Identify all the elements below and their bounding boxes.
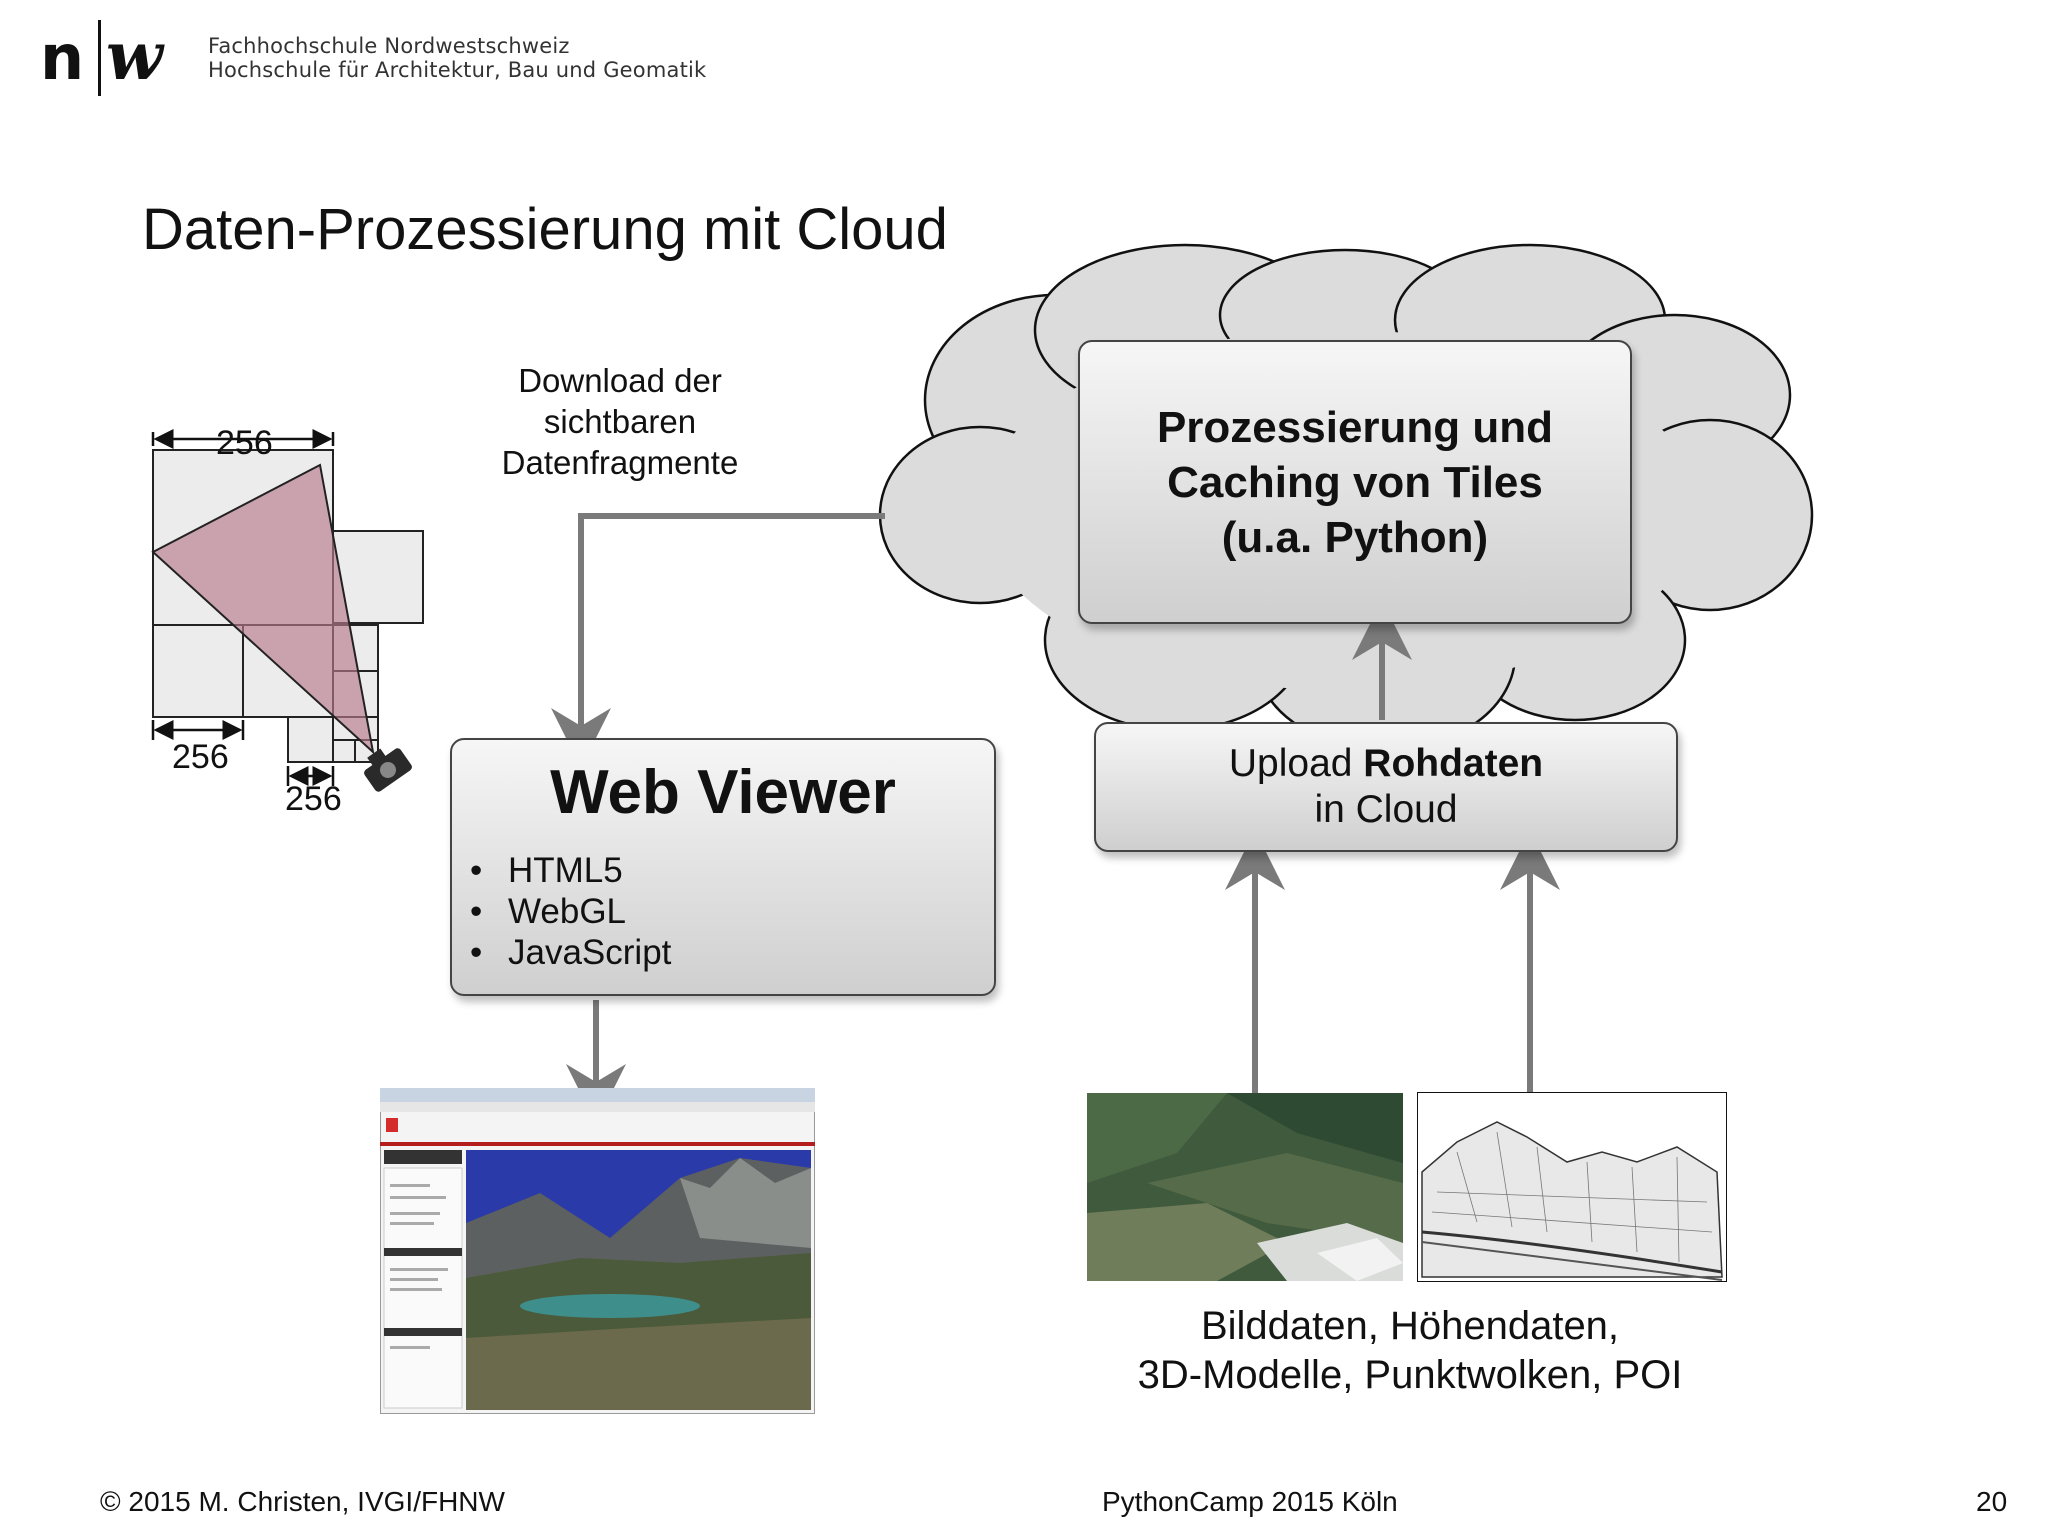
dimension-lines xyxy=(151,429,335,786)
upload-line-2: in Cloud xyxy=(1314,788,1458,831)
upload-box: Upload Rohdaten in Cloud xyxy=(1094,722,1678,852)
dimension-label-small: 256 xyxy=(285,780,342,818)
dimension-label-top: 256 xyxy=(216,424,273,462)
institution-line-2: Hochschule für Architektur, Bau und Geom… xyxy=(208,58,707,82)
tech-item: •JavaScript xyxy=(470,933,672,972)
download-arrow xyxy=(551,513,885,768)
web-viewer-title: Web Viewer xyxy=(550,758,896,827)
logo-letter-w: w xyxy=(106,17,163,95)
tech-item: •HTML5 xyxy=(470,851,623,890)
institution-line-1: Fachhochschule Nordwestschweiz xyxy=(208,34,570,58)
web-viewer-box: Web Viewer •HTML5 •WebGL •JavaScript xyxy=(450,738,996,996)
aerial-imagery-image xyxy=(1087,1093,1403,1281)
upload-line-1: Upload Rohdaten xyxy=(1228,742,1544,785)
flow-arrows xyxy=(551,513,1560,1124)
processing-box: Prozessierung und Caching von Tiles (u.a… xyxy=(1078,340,1632,624)
tech-item: •WebGL xyxy=(470,892,627,931)
data-sources-label: Bilddaten, Höhendaten, 3D-Modelle, Punkt… xyxy=(1137,1304,1683,1397)
download-label: Download der sichtbaren Datenfragmente xyxy=(501,362,739,481)
logo-letter-n: n xyxy=(40,21,85,94)
view-frustum xyxy=(151,463,375,755)
logo-divider xyxy=(98,20,101,96)
slide-title: Daten-Prozessierung mit Cloud xyxy=(142,197,948,262)
footer-event: PythonCamp 2015 Köln xyxy=(1102,1486,1398,1517)
dimension-label-left: 256 xyxy=(172,738,229,776)
processing-line-2: Caching von Tiles xyxy=(1167,457,1543,507)
page-number: 20 xyxy=(1976,1486,2008,1517)
web-viewer-screenshot-image xyxy=(380,1088,815,1414)
web-viewer-tech-list: •HTML5 •WebGL •JavaScript xyxy=(470,850,671,973)
camera-icon xyxy=(364,748,412,792)
footer-copyright: © 2015 M. Christen, IVGI/FHNW xyxy=(100,1486,505,1517)
processing-line-3: (u.a. Python) xyxy=(1221,512,1489,562)
processing-line-1: Prozessierung und xyxy=(1156,402,1554,452)
point-cloud-image xyxy=(1417,1092,1727,1282)
